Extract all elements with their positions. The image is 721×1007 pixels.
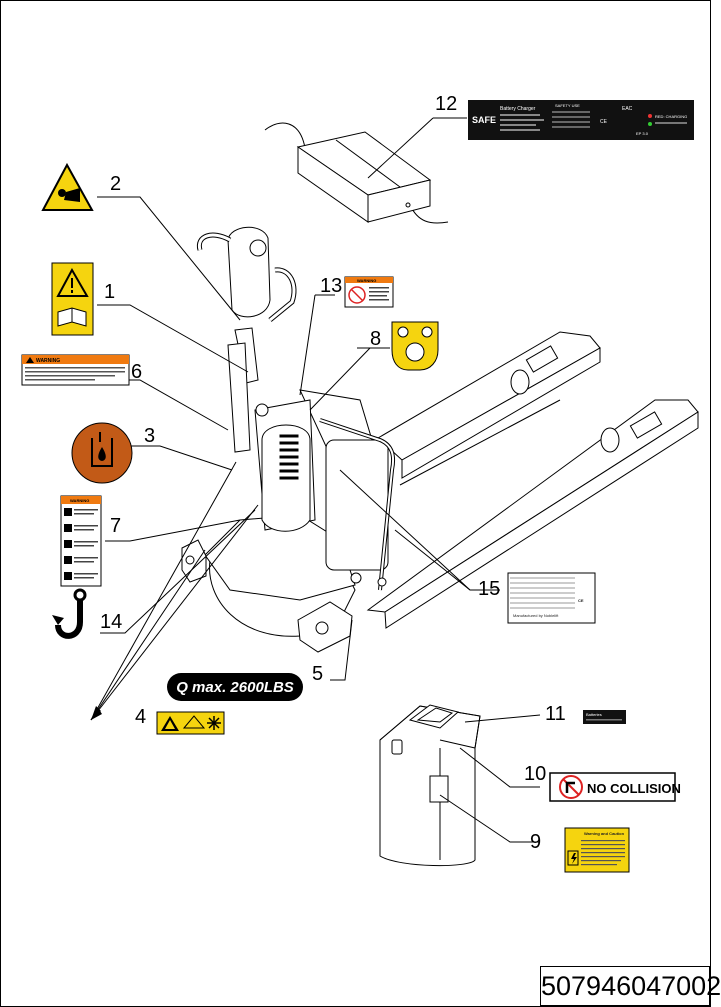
callout-10: 10 — [524, 763, 546, 785]
pallet-truck — [181, 226, 699, 653]
label-7-title: WARNING — [70, 498, 89, 503]
callout-14: 14 — [100, 611, 122, 633]
label-11-battery: Batteries — [583, 710, 626, 724]
charger-status: RED: CHARGING — [655, 114, 687, 119]
label-13-word: WARNING — [357, 278, 376, 283]
callout-7: 7 — [110, 515, 121, 537]
callout-12: 12 — [435, 93, 457, 115]
label-4-icon-strip — [156, 711, 225, 735]
label-9-caution: Warning and Caution — [564, 827, 630, 873]
label-7-warning: WARNING — [60, 495, 102, 587]
charger-label-12: SAFE Battery Charger SAFETY USE EAC CE E… — [468, 100, 694, 140]
callout-5: 5 — [312, 663, 323, 685]
charger-model: EP 3.0 — [636, 131, 649, 136]
label-15-text: Manufactured by Noblelift — [513, 613, 559, 618]
battery-charger — [264, 122, 449, 224]
callout-4: 4 — [135, 706, 146, 728]
charger-safety: SAFETY USE — [555, 103, 580, 108]
label-15-ce: CE — [578, 598, 584, 603]
label-9-title: Warning and Caution — [584, 831, 625, 836]
callout-13: 13 — [320, 275, 342, 297]
label-5-q-max: Q max. 2600LBS — [167, 673, 303, 701]
callout-15: 15 — [478, 578, 500, 600]
label-11-text: Batteries — [586, 712, 602, 717]
arrowhead — [91, 706, 101, 720]
charger-brand: SAFE — [472, 115, 496, 125]
callout-8: 8 — [370, 328, 381, 350]
battery — [379, 704, 481, 867]
part-number: 507946047002 — [540, 966, 721, 1006]
no-collision-text: NO COLLISION — [587, 781, 681, 796]
charger-title: Battery Charger — [500, 106, 536, 112]
charger-eac: EAC — [622, 106, 633, 112]
label-8-plate — [391, 321, 439, 371]
label-6-warning: WARNING — [21, 354, 130, 386]
callout-3: 3 — [144, 425, 155, 447]
callout-2: 2 — [110, 173, 121, 195]
label-10-no-collision: NO COLLISION — [549, 772, 681, 802]
label-6-word: WARNING — [36, 358, 60, 364]
label-14-hook-icon — [52, 588, 87, 639]
label-13-no-riding: WARNING — [344, 276, 394, 308]
label-15-nameplate: CE Manufactured by Noblelift — [507, 572, 596, 624]
label-3-oil-level — [71, 422, 133, 484]
label-2-crush-hazard — [41, 162, 94, 211]
charger-ce: CE — [600, 119, 608, 125]
callout-9: 9 — [530, 831, 541, 853]
callout-6: 6 — [131, 361, 142, 383]
label-1-read-manual — [51, 262, 94, 336]
callout-11: 11 — [545, 703, 566, 725]
q-max-text: Q max. 2600LBS — [176, 679, 294, 696]
callout-1: 1 — [104, 281, 115, 303]
